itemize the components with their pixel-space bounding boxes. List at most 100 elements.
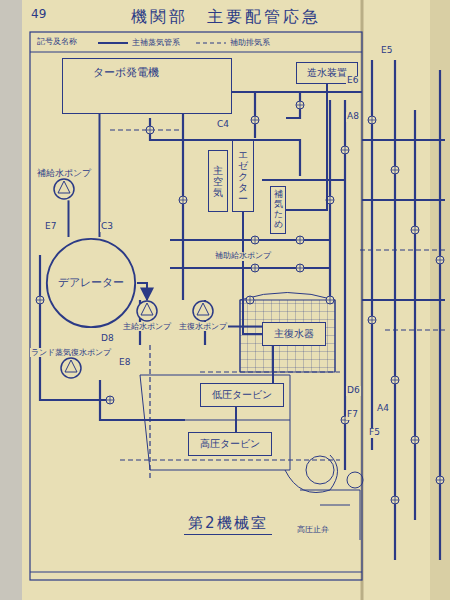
valve-symbol — [436, 476, 444, 484]
part-label: 高圧止弁 — [296, 526, 330, 535]
valve-cross — [391, 166, 399, 174]
legend-swatch — [98, 40, 128, 46]
equipment-box: 主空気 — [208, 150, 228, 212]
valve-cross — [146, 126, 154, 134]
valve-ring — [296, 101, 304, 109]
valve-cross — [391, 496, 399, 504]
valve-ring — [251, 264, 259, 272]
equipment-box: 高圧タービン — [188, 432, 272, 456]
valve-symbols — [36, 101, 444, 504]
equipment-name: デアレーター — [57, 277, 125, 290]
part-label: 補助給水ポンプ — [214, 252, 272, 261]
pump-casing — [61, 358, 81, 378]
legend: 主補蒸気管系 補助排気系 — [96, 37, 272, 48]
pipe-connector — [235, 407, 237, 432]
valve-ring — [391, 496, 399, 504]
tank-shell — [47, 239, 135, 327]
frame-rule — [30, 52, 362, 53]
valve-symbol — [368, 116, 376, 124]
legend-swatch — [196, 40, 226, 46]
valve-cross — [179, 196, 187, 204]
pump-mark — [65, 360, 77, 372]
legend-text: 主補蒸気管系 — [132, 37, 180, 48]
valve-code: D6 — [346, 386, 361, 396]
valve-symbol — [411, 226, 419, 234]
valve-cross — [436, 476, 444, 484]
valve-symbol — [296, 264, 304, 272]
pipe-connector — [137, 283, 147, 300]
valve-symbol — [341, 146, 349, 154]
valve-code: C4 — [216, 120, 230, 130]
pipe-connector — [243, 212, 262, 334]
equipment-box: 低圧タービン — [200, 383, 284, 407]
equipment-name: ターボ発電機 — [93, 67, 159, 80]
frame-rule — [30, 572, 362, 573]
pipe-connector — [68, 200, 70, 237]
equipment-box: 補気ため — [270, 186, 286, 234]
valve-cross — [436, 256, 444, 264]
equipment-name: ランド蒸気復水ポンプ — [30, 348, 112, 357]
valve-symbol — [436, 256, 444, 264]
valve-cross — [341, 146, 349, 154]
valve-ring — [179, 196, 187, 204]
valve-code: A8 — [346, 112, 360, 122]
valve-code: E6 — [346, 76, 359, 86]
valve-symbol — [296, 101, 304, 109]
valve-symbol — [326, 296, 334, 304]
valve-cross — [368, 116, 376, 124]
valve-symbol — [251, 116, 259, 124]
legend-item: 補助排気系 — [196, 37, 270, 48]
valve-symbol — [251, 236, 259, 244]
valve-ring — [411, 226, 419, 234]
valve-ring — [251, 236, 259, 244]
legend-item: 主補蒸気管系 — [98, 37, 180, 48]
equipment-name: 主給水ポンプ — [122, 322, 172, 331]
valve-ring — [146, 126, 154, 134]
valve-code: D8 — [100, 334, 115, 344]
valve-code: F7 — [346, 410, 359, 420]
valve-ring — [106, 396, 114, 404]
legend-line — [196, 42, 226, 43]
valve-cross — [296, 101, 304, 109]
valve-ring — [368, 316, 376, 324]
pump-casing — [54, 179, 74, 199]
pump-symbol: 補給水ポンプ — [36, 168, 92, 200]
valve-cross — [251, 116, 259, 124]
valve-cross — [251, 264, 259, 272]
pump-mark — [197, 303, 209, 315]
pump-mark — [141, 303, 153, 315]
valve-cross — [411, 226, 419, 234]
legend-text: 補助排気系 — [230, 37, 270, 48]
valve-ring — [341, 146, 349, 154]
valve-cross — [368, 316, 376, 324]
pump-casing — [137, 301, 157, 321]
frame — [30, 32, 362, 580]
valve-ring — [326, 296, 334, 304]
equipment-name: 主復水器 — [274, 328, 314, 340]
equipment-name: 補気ため — [274, 190, 283, 230]
valve-symbol — [296, 236, 304, 244]
valve-cross — [411, 436, 419, 444]
equipment-name: エゼクター — [238, 149, 248, 204]
valve-cross — [296, 264, 304, 272]
equipment-box: エゼクター — [232, 140, 254, 212]
room-caption: 第2機械室 — [184, 514, 272, 535]
valve-symbol — [391, 376, 399, 384]
pump-icon — [60, 357, 82, 379]
valve-code: F5 — [368, 428, 381, 438]
pipe-connector — [228, 326, 262, 328]
pump-symbol: 主復水ポンプ — [178, 300, 228, 331]
page-number: 49 — [30, 8, 47, 21]
valve-symbol — [246, 296, 254, 304]
valve-cross — [36, 296, 44, 304]
equipment-name: 高圧タービン — [200, 438, 260, 450]
valve-symbol — [411, 436, 419, 444]
pump-casing — [193, 301, 213, 321]
valve-code: C3 — [100, 222, 114, 232]
pipe-connector — [286, 84, 327, 210]
valve-ring — [296, 264, 304, 272]
equipment-name: 造水装置 — [307, 67, 347, 79]
valve-symbol — [179, 196, 187, 204]
valve-code: A4 — [376, 404, 390, 414]
valve-code: E8 — [118, 358, 131, 368]
